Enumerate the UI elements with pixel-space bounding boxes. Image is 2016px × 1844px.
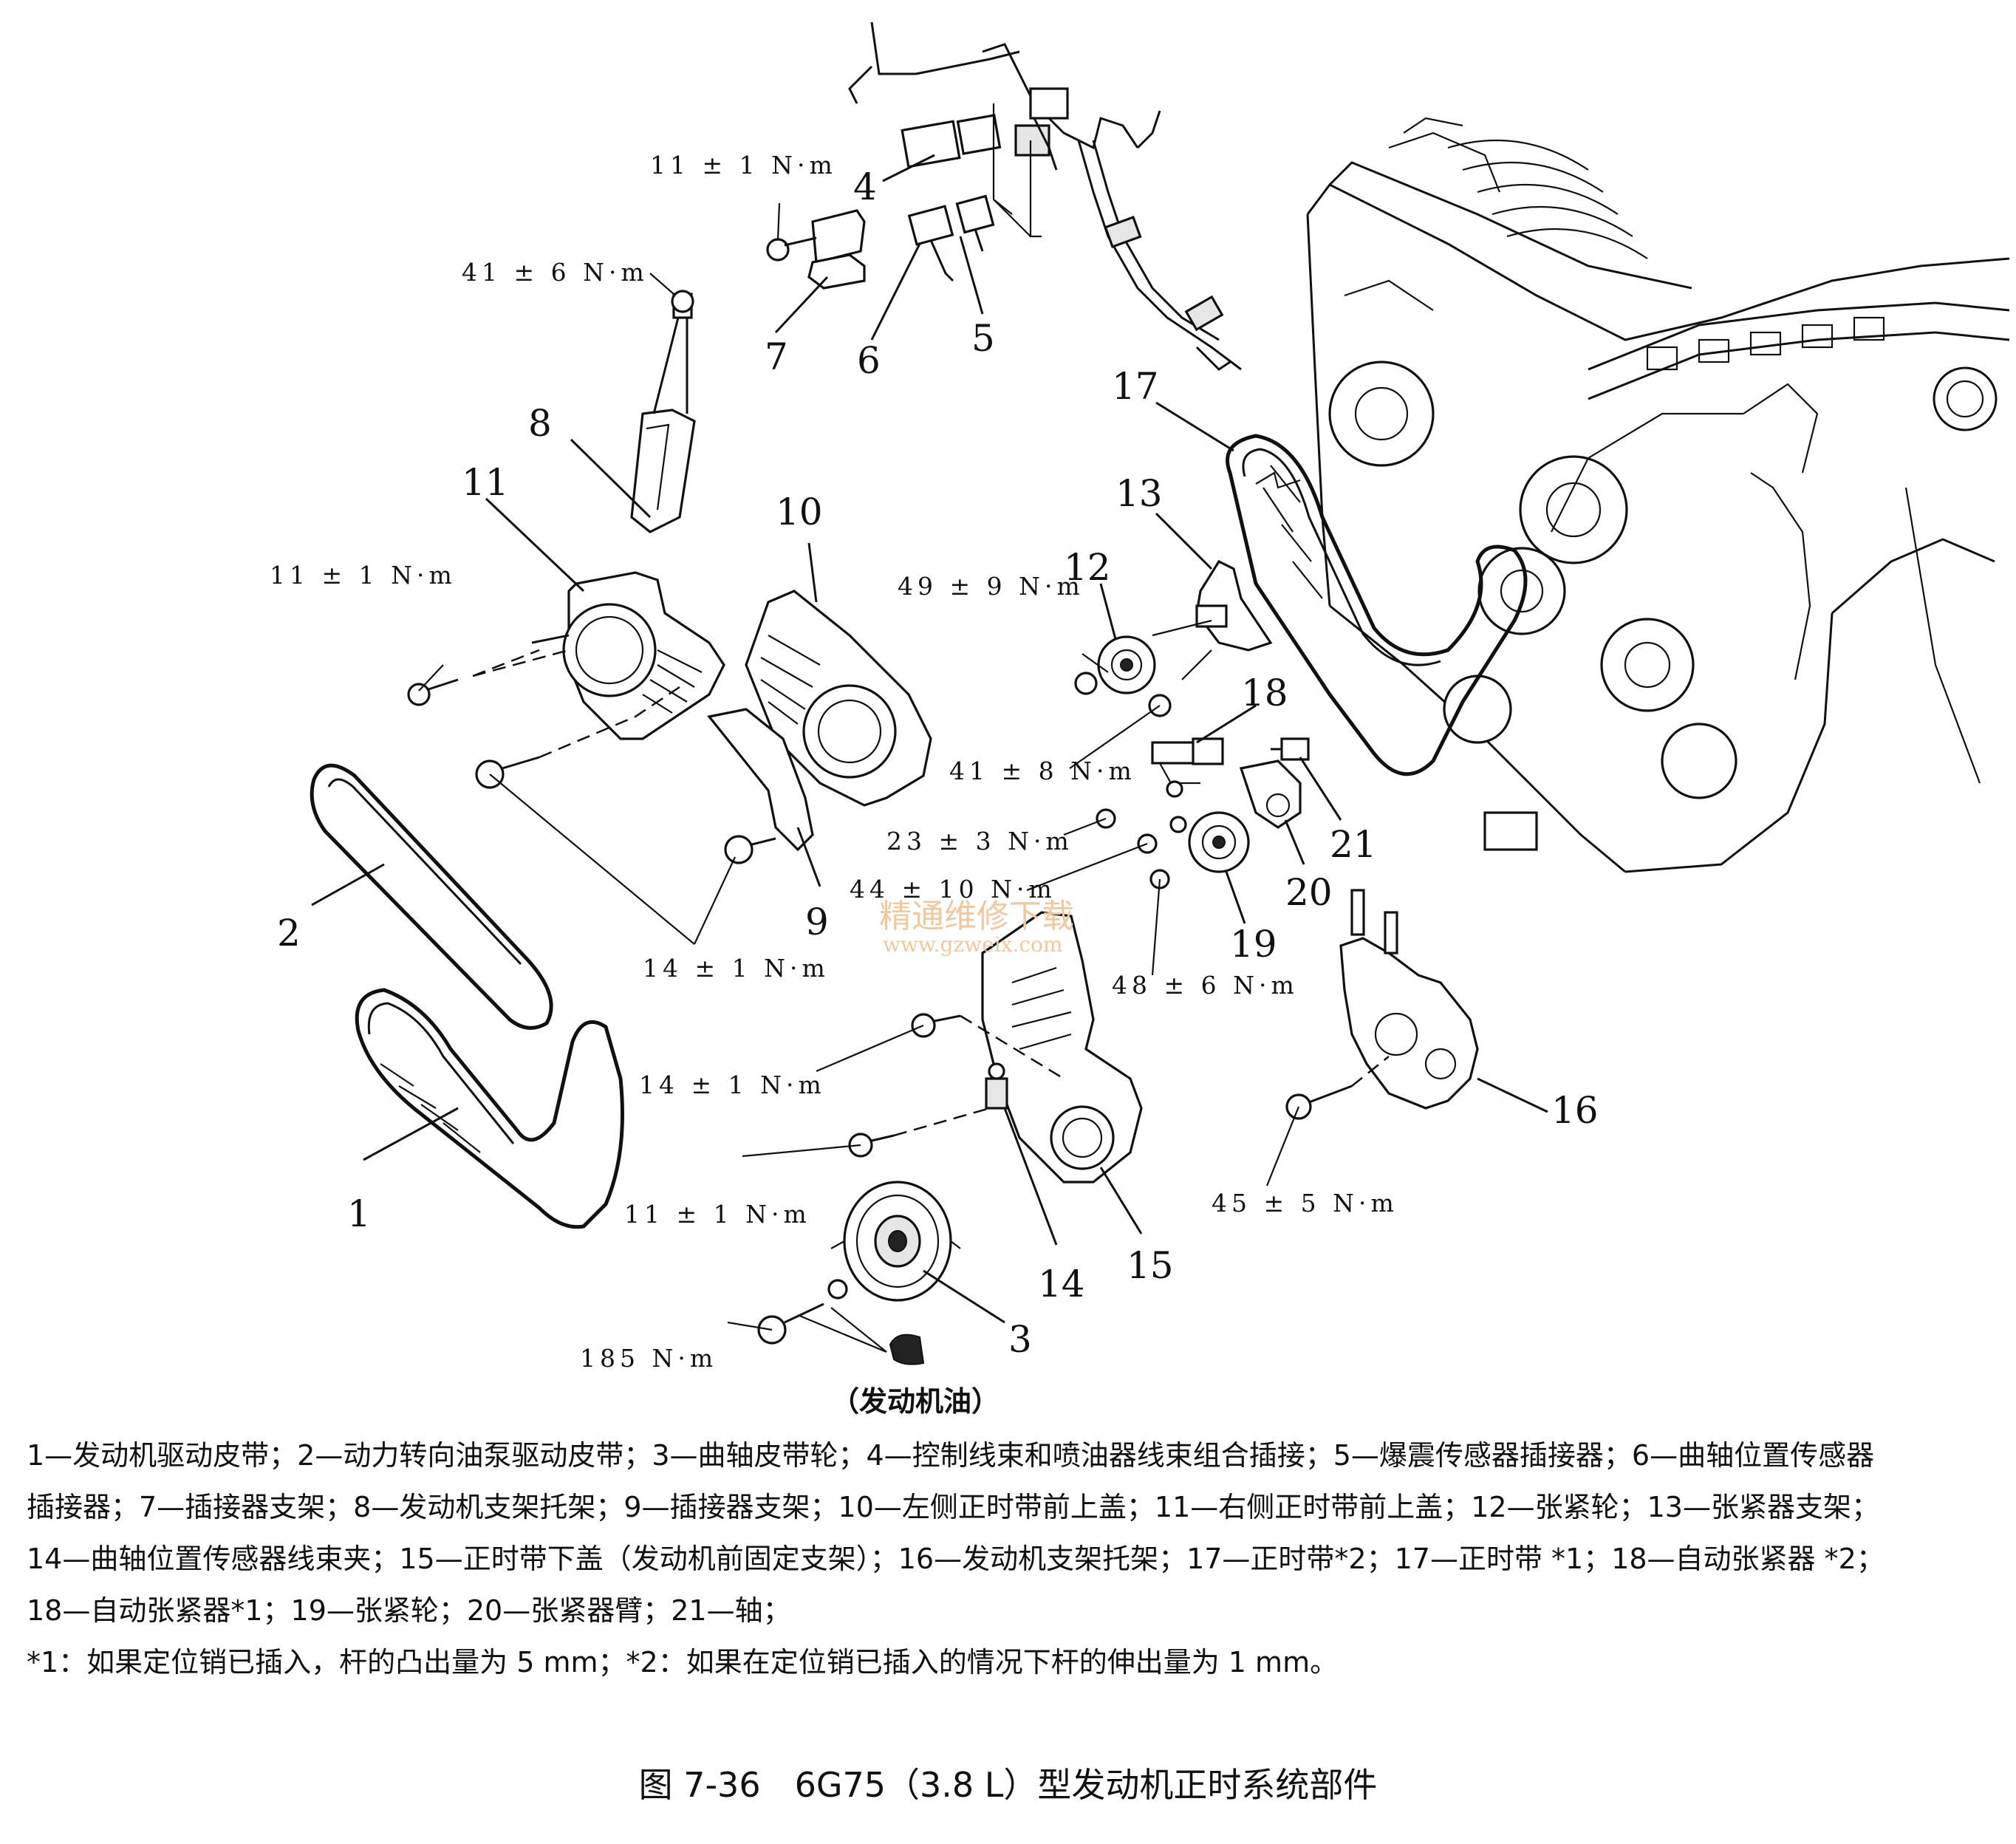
torque-part8: 41 ± 6 N·m: [462, 258, 649, 287]
legend-line-4: 18—自动张紧器*1；19—张紧轮；20—张紧器臂；21—轴；: [27, 1594, 791, 1627]
wire-harness: [848, 21, 1242, 371]
engine-block: [1306, 117, 2010, 873]
callout-9: 9: [805, 901, 829, 943]
watermark: 精通维修下载 www.gzweix.com: [879, 898, 1074, 957]
callout-16: 16: [1551, 1089, 1599, 1132]
callout-18: 18: [1241, 672, 1288, 714]
torque-part7: 11 ± 1 N·m: [650, 151, 837, 180]
parts-legend: 1—发动机驱动皮带；2—动力转向油泵驱动皮带；3—曲轴皮带轮；4—控制线束和喷油…: [27, 1430, 1992, 1688]
watermark-line2: www.gzweix.com: [883, 932, 1062, 957]
callout-6: 6: [857, 339, 881, 382]
figure-title: 图 7-36 6G75（3.8 L）型发动机正时系统部件: [638, 1765, 1378, 1805]
right-upper-cover-11: [531, 571, 725, 740]
shaft-21: [1271, 737, 1310, 761]
tensioner-arm-20: [1239, 759, 1302, 829]
callout-14: 14: [1038, 1263, 1085, 1305]
legend-line-2: 插接器；7—插接器支架；8—发动机支架托架；9—插接器支架；10—左侧正时带前上…: [27, 1491, 1879, 1523]
callout-8: 8: [528, 402, 552, 445]
torque-part15a: 14 ± 1 N·m: [639, 1070, 826, 1099]
engine-oil-note: （发动机油）: [831, 1384, 1000, 1418]
torque-part19b: 48 ± 6 N·m: [1112, 971, 1299, 1000]
callout-17: 17: [1112, 365, 1159, 408]
auto-tensioner-18: [1151, 737, 1224, 798]
callout-21: 21: [1330, 823, 1377, 866]
torque-part11: 11 ± 1 N·m: [270, 561, 457, 590]
watermark-line1: 精通维修下载: [879, 898, 1074, 935]
left-upper-cover-10: [707, 590, 932, 852]
torque-part21: 23 ± 3 N·m: [886, 827, 1073, 856]
harness-clamp-14: [985, 1062, 1008, 1110]
callout-15: 15: [1127, 1244, 1174, 1287]
callout-3: 3: [1008, 1318, 1032, 1361]
engine-support-bracket-16: [1285, 889, 1479, 1120]
leader-lines: [311, 154, 1548, 1353]
callout-5: 5: [971, 317, 995, 360]
torque-part19a: 44 ± 10 N·m: [850, 875, 1056, 904]
cover-bolts: [407, 649, 776, 864]
torque-part15b: 11 ± 1 N·m: [624, 1200, 811, 1229]
callout-13: 13: [1115, 472, 1163, 515]
legend-line-3: 14—曲轴位置传感器线束夹；15—正时带下盖（发动机前固定支架）；16—发动机支…: [27, 1543, 1885, 1575]
torque-part12: 49 ± 9 N·m: [898, 572, 1084, 601]
callout-4: 4: [853, 165, 877, 208]
torque-part18: 41 ± 8 N·m: [949, 757, 1136, 785]
lower-cover-15: [848, 911, 1143, 1184]
legend-line-1: 1—发动机驱动皮带；2—动力转向油泵驱动皮带；3—曲轴皮带轮；4—控制线束和喷油…: [27, 1439, 1875, 1472]
callout-12: 12: [1064, 546, 1111, 589]
torque-part16: 45 ± 5 N·m: [1212, 1189, 1398, 1218]
callout-19: 19: [1230, 923, 1277, 966]
callout-10: 10: [776, 491, 823, 533]
callout-11: 11: [462, 461, 509, 504]
drive-belts: [310, 763, 624, 1229]
tensioner-bracket-13: [1152, 559, 1273, 680]
callout-7: 7: [765, 335, 788, 378]
callout-1: 1: [347, 1192, 371, 1235]
tensioner-pulley-19: [1188, 811, 1250, 873]
connector-bracket-7: [766, 209, 866, 290]
small-bolts: [1096, 808, 1187, 889]
support-bracket-8: [630, 290, 696, 533]
torque-part9: 14 ± 1 N·m: [643, 954, 830, 983]
timing-belt: [1226, 434, 1528, 776]
torque-labels: 11 ± 1 N·m 41 ± 6 N·m 11 ± 1 N·m 49 ± 9 …: [270, 151, 1398, 1418]
legend-note: *1：如果定位销已插入，杆的凸出量为 5 mm；*2：如果在定位销已插入的情况下…: [27, 1646, 1339, 1679]
callout-2: 2: [277, 912, 301, 955]
tensioner-pulley-12: [1074, 635, 1172, 717]
callout-labels: 1 2 3 4 5 6 7 8 9 10 11 12 13 14 15 16 1…: [277, 165, 1599, 1361]
timing-system-diagram: 1 2 3 4 5 6 7 8 9 10 11 12 13 14 15 16 1…: [270, 21, 2010, 1418]
torque-part3: 185 N·m: [580, 1344, 717, 1373]
callout-20: 20: [1285, 871, 1333, 914]
